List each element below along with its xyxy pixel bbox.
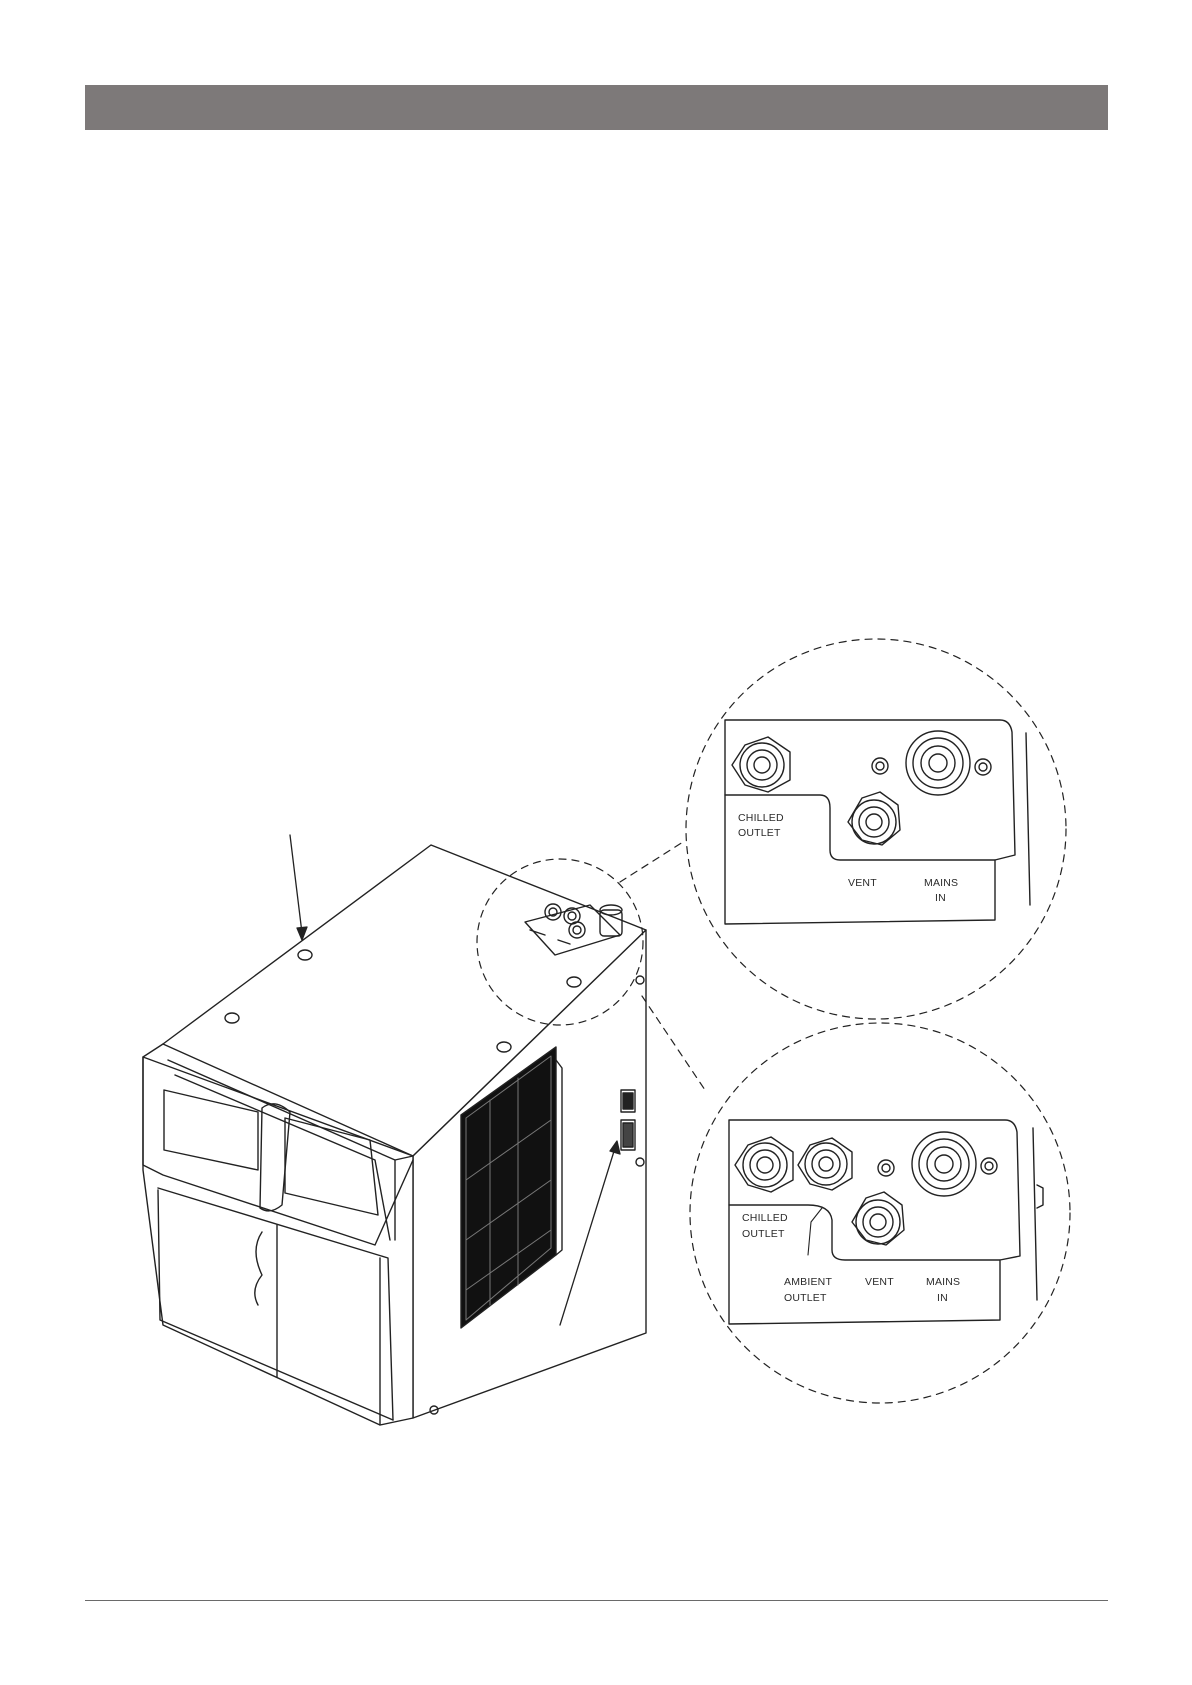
chilled-fitting-icon — [735, 1137, 793, 1192]
label-ambient-outlet-line1: AMBIENT — [784, 1276, 832, 1288]
label-chilled-outlet-line2: OUTLET — [738, 827, 781, 839]
label-mains-line1: MAINS — [924, 877, 958, 889]
chilled-fitting-icon — [732, 737, 790, 792]
label-chilled-outlet-line2: OUTLET — [742, 1228, 785, 1240]
label-mains-line2: IN — [935, 892, 946, 904]
vent-fitting-icon — [848, 792, 900, 845]
mains-connector-icon — [872, 731, 991, 795]
ambient-fitting-icon — [798, 1138, 894, 1190]
label-vent: VENT — [865, 1276, 894, 1288]
label-chilled-outlet-line1: CHILLED — [738, 812, 784, 824]
label-chilled-outlet-line1: CHILLED — [742, 1212, 788, 1224]
mains-connector-icon — [912, 1132, 997, 1196]
label-mains-line1: MAINS — [926, 1276, 960, 1288]
power-switch-socket — [621, 1090, 635, 1150]
label-vent: VENT — [848, 877, 877, 889]
label-mains-line2: IN — [937, 1292, 948, 1304]
detail-view-bottom: CHILLED OUTLET AMBIENT OUTLET VENT MAINS… — [690, 1023, 1070, 1403]
detail-view-top: CHILLED OUTLET VENT MAINS IN — [686, 639, 1066, 1019]
label-ambient-outlet-line2: OUTLET — [784, 1292, 827, 1304]
water-chiller-unit — [143, 845, 646, 1425]
footer-rule — [85, 1600, 1108, 1601]
vent-fitting-icon — [852, 1192, 904, 1245]
